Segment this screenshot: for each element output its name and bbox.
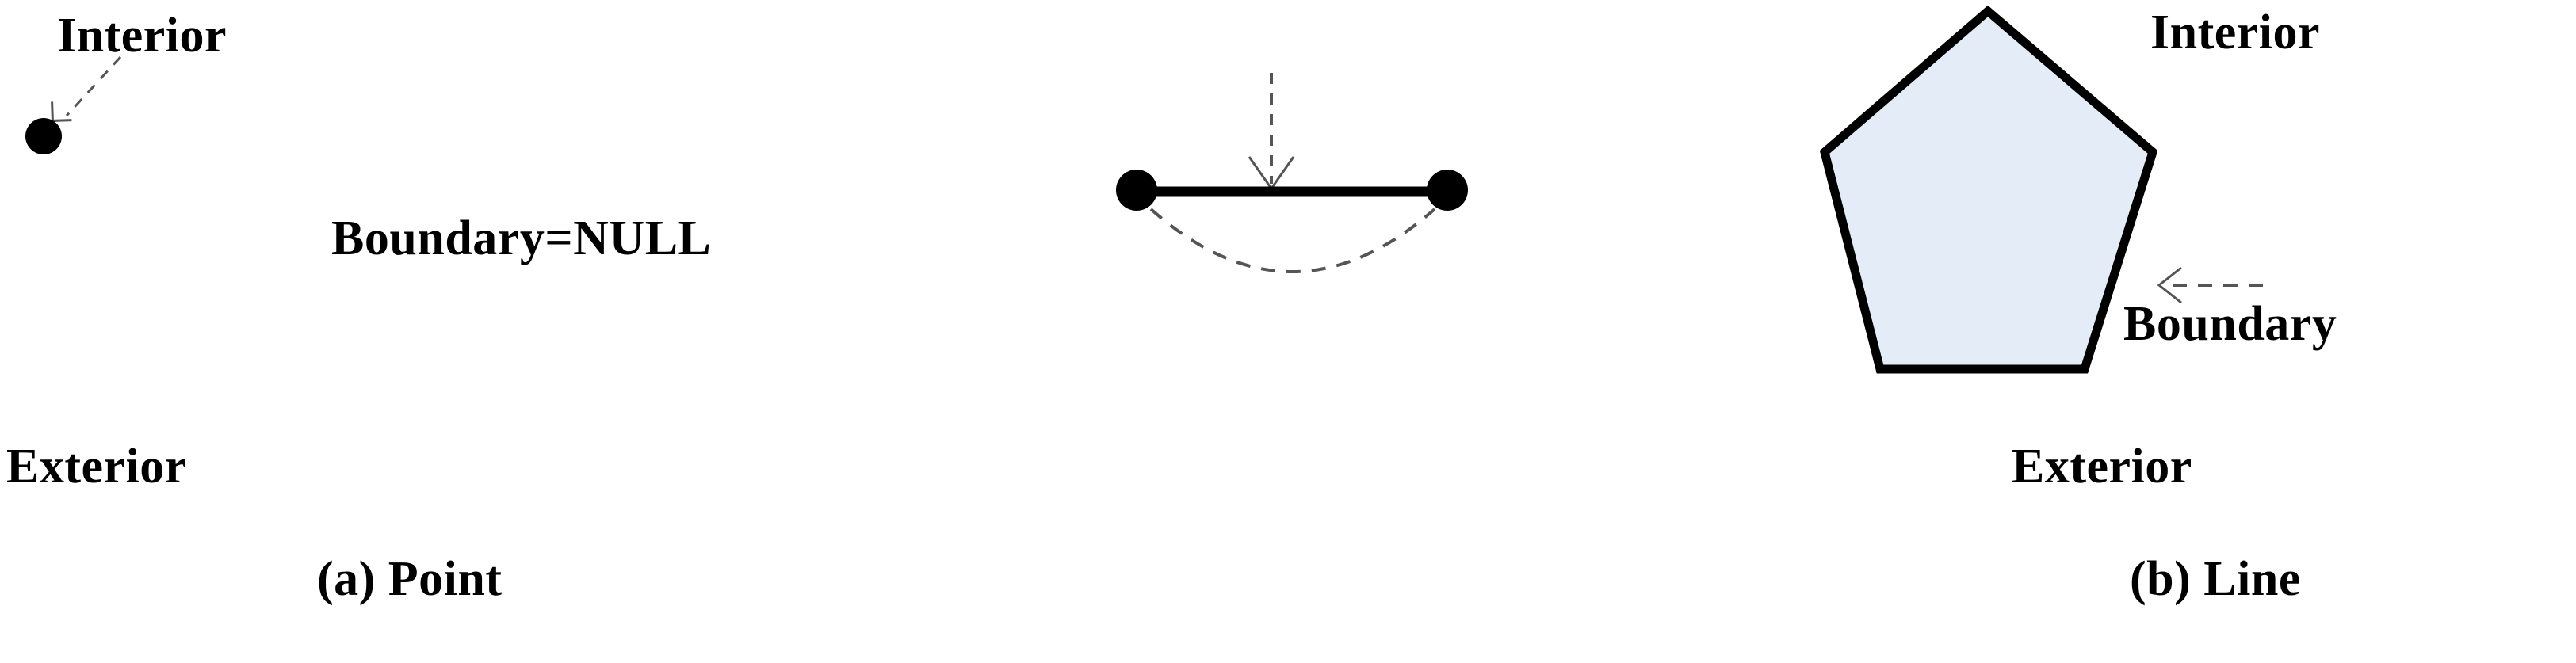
point-graphic (25, 55, 122, 154)
label-exterior-line: Exterior (2012, 440, 2192, 493)
caption-point: (a) Point (317, 552, 503, 606)
caption-line: (b) Line (2130, 552, 2301, 606)
label-exterior-point: Exterior (6, 440, 187, 493)
line-endpoint-right (1427, 170, 1468, 211)
line-endpoint-left (1116, 170, 1157, 211)
label-boundary-line: Boundary (2123, 297, 2337, 351)
panel-region: Interior Boundary Exterior (c) Region (1783, 0, 2576, 663)
label-interior-point: Interior (57, 9, 227, 63)
label-boundary-null-point: Boundary=NULL (331, 211, 712, 265)
boundary-leader-region (2157, 266, 2263, 304)
panel-line: Interior Boundary Exterior (b) Line (991, 0, 2337, 663)
point-dot (25, 118, 62, 154)
interior-leader-line-point (51, 55, 122, 122)
region-pentagon (1819, 5, 2158, 374)
panel-point: Interior Boundary=NULL Exterior (a) Poin… (0, 0, 991, 663)
interior-leader-line-segment (1248, 73, 1295, 191)
region-graphic (1819, 5, 2263, 374)
line-graphic (1116, 73, 1468, 273)
boundary-arc-line (1149, 208, 1436, 273)
label-interior-line: Interior (2150, 6, 2321, 59)
